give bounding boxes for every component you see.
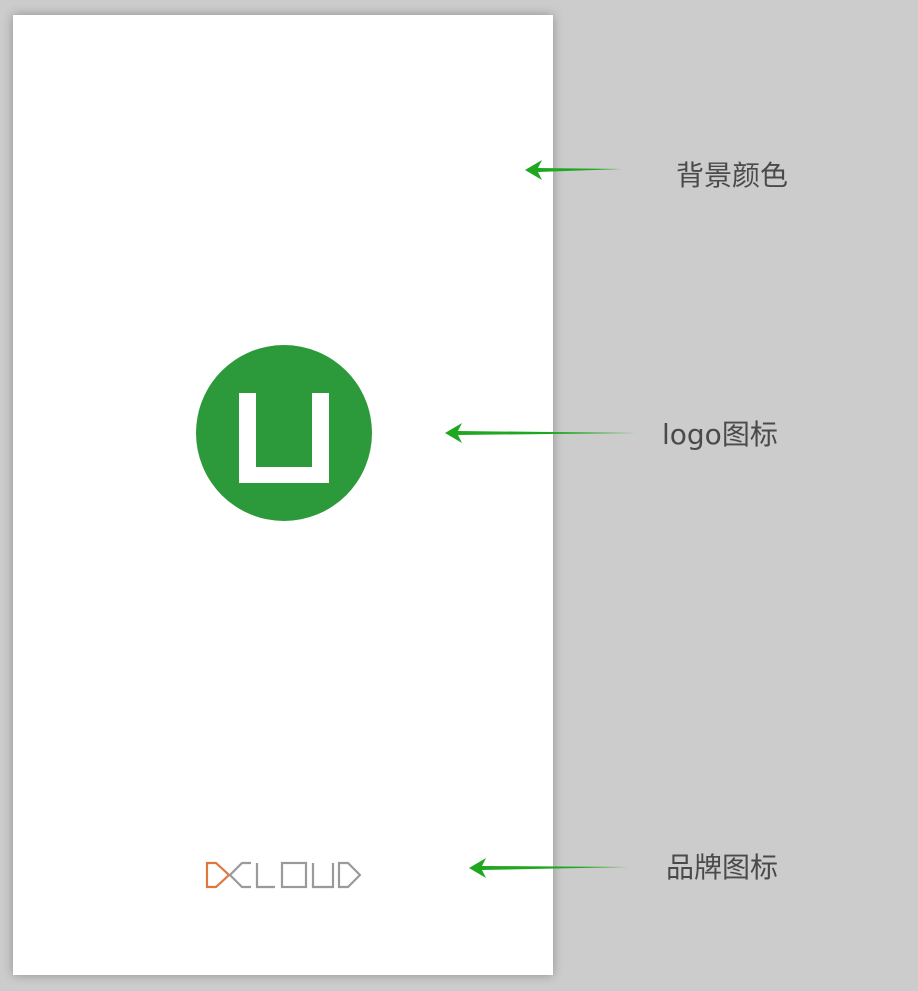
splash-screen-preview [13,15,553,975]
background-arrow-icon [525,160,622,180]
app-logo-icon [196,345,372,521]
brand-icon-label: 品牌图标 [666,851,779,884]
background-color-label: 背景颜色 [676,159,789,192]
brand-arrow-icon [469,858,628,878]
logo-arrow-icon [445,423,636,443]
dcloud-brand-icon [205,861,361,889]
logo-icon-label: logo图标 [662,418,778,451]
